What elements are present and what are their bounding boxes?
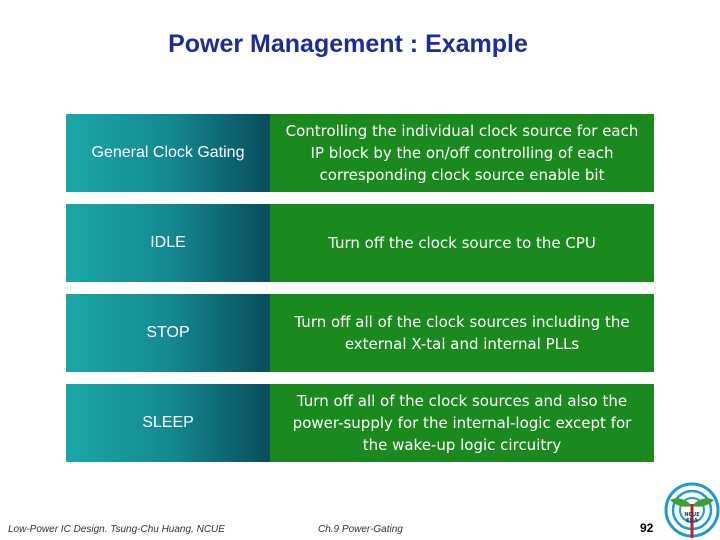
mode-label: STOP [66,294,270,372]
footer-author: Low-Power IC Design. Tsung-Chu Huang, NC… [8,524,225,535]
mode-description: Turn off all of the clock sources includ… [270,294,654,372]
mode-description: Turn off the clock source to the CPU [270,204,654,282]
mode-description: Turn off all of the clock sources and al… [270,384,654,462]
footer-chapter: Ch.9 Power-Gating [318,524,403,535]
mode-label: General Clock Gating [66,114,270,192]
page-number: 92 [640,521,654,535]
mode-label: IDLE [66,204,270,282]
mode-label: SLEEP [66,384,270,462]
row-general-clock-gating: General Clock Gating Controlling the ind… [66,114,654,192]
row-stop: STOP Turn off all of the clock sources i… [66,294,654,372]
logo-text-line1: NCUE [684,512,700,518]
row-idle: IDLE Turn off the clock source to the CP… [66,204,654,282]
row-sleep: SLEEP Turn off all of the clock sources … [66,384,654,462]
mode-description: Controlling the individual clock source … [270,114,654,192]
ncue-logo-icon: NCUE EDA [664,482,720,538]
slide-title: Power Management : Example [168,30,528,58]
logo-text-line2: EDA [686,518,698,524]
